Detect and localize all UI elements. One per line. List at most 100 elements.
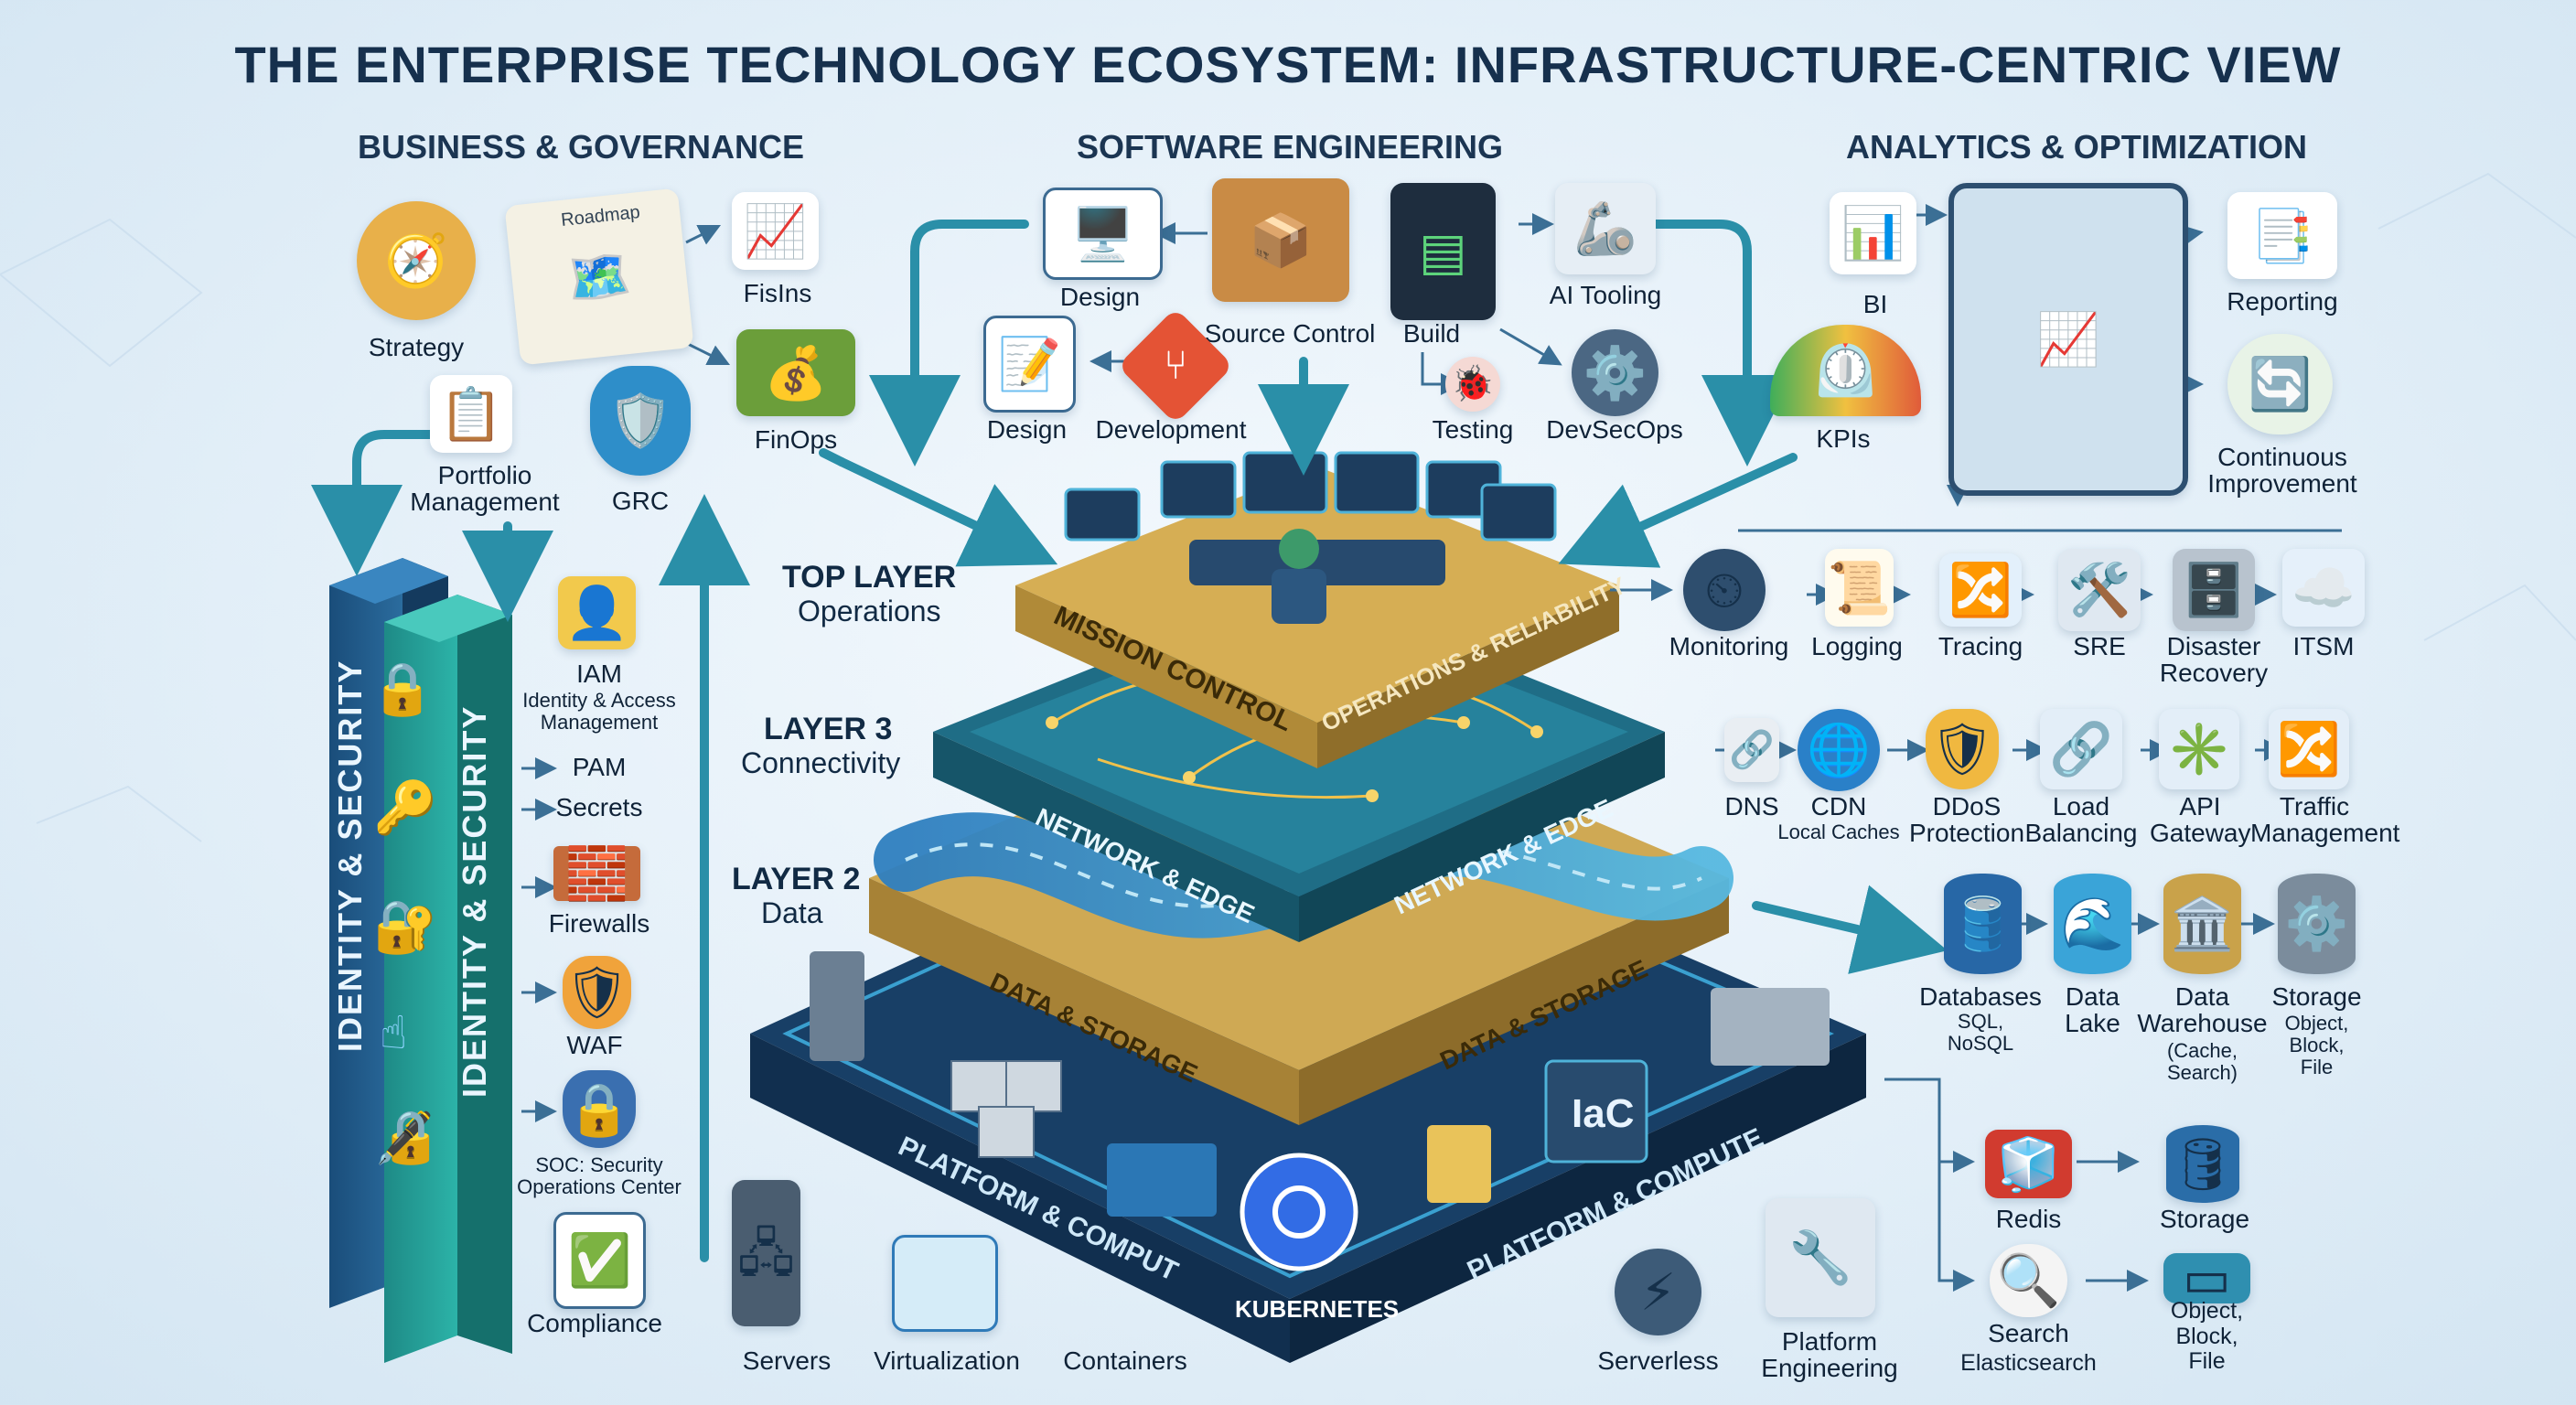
globe-icon: 🌐 <box>1798 709 1880 791</box>
data-warehouse-sub: (Cache, Search) <box>2166 1039 2238 1085</box>
data-lake-icon: 🌊 <box>2054 874 2131 974</box>
dashboard-monitor-icon: 📈 <box>1948 183 2188 496</box>
data-storage-sub: Object, Block, File <box>2284 1012 2349 1079</box>
log-scroll-icon: 📜 <box>1825 549 1894 627</box>
cloud-gear-icon: ☁️ <box>2282 549 2365 627</box>
identity-security-pillars <box>329 558 512 1363</box>
containers-label: Containers <box>1063 1346 1187 1375</box>
fisins-label: FisIns <box>743 279 812 307</box>
padlock-icon: 🔒 <box>370 660 435 717</box>
vm-cube-icon <box>892 1235 998 1332</box>
server-rack-icon: 🖧 <box>732 1180 800 1326</box>
redis-icon: 🧊 <box>1985 1130 2072 1198</box>
tracing-icon: 🔀 <box>1939 553 2022 627</box>
layer2-sub: Data <box>761 896 823 929</box>
soc-label: SOC: Security Operations Center <box>517 1153 682 1199</box>
top-layer-name: TOP LAYER <box>782 560 957 595</box>
padlock-icon-3: 🔏 <box>373 1108 437 1165</box>
business-section-title: BUSINESS & GOVERNANCE <box>357 128 805 166</box>
wrench-icon: 🔧 <box>1766 1198 1875 1317</box>
secrets-label: Secrets <box>555 793 643 821</box>
design-doc-icon: 📝 <box>983 316 1076 413</box>
object-block-file-label: Object, Block, File <box>2170 1298 2244 1374</box>
storage-label: Storage <box>2159 1205 2250 1233</box>
source-control-label: Source Control <box>1204 319 1376 348</box>
pillar-left-label: IDENTITY & SECURITY <box>331 659 369 1052</box>
strategy-label: Strategy <box>368 333 465 361</box>
checklist-icon: 📋 <box>430 375 512 453</box>
object-storage-icon: ▭ <box>2163 1252 2250 1303</box>
iam-label: IAM <box>576 660 622 688</box>
monitoring-gauge-icon: ⏲ <box>1683 549 1766 631</box>
layer3-name: LAYER 3 <box>764 712 893 746</box>
design-top-label: Design <box>1059 283 1141 311</box>
api-gateway-icon: ✳️ <box>2159 709 2239 789</box>
platform-engineering-label: Platform Engineering <box>1761 1327 1898 1383</box>
ai-tooling-label: AI Tooling <box>1549 281 1662 309</box>
key-icon: 🔑 <box>373 778 437 836</box>
net-lb-label: Load Balancing <box>2024 792 2138 848</box>
load-balancer-icon: 🔗 <box>2040 709 2122 789</box>
net-api-label: API Gateway <box>2150 792 2251 848</box>
soc-shield-icon: 🔒 <box>563 1070 636 1148</box>
iac-label: IaC <box>1572 1091 1634 1136</box>
report-icon: 📑 <box>2227 192 2337 279</box>
devsecops-label: DevSecOps <box>1546 415 1683 444</box>
bi-label: BI <box>1862 290 1888 318</box>
ddos-shield-icon: 🛡 <box>1926 709 1999 789</box>
development-label: Development <box>1095 415 1247 444</box>
servers-label: Servers <box>742 1346 832 1375</box>
pillar-right-label: IDENTITY & SECURITY <box>456 704 493 1098</box>
fisins-icon: 📈 <box>732 192 819 270</box>
net-cdn-label: CDN <box>1810 792 1867 820</box>
vault-icon: 🗄️ <box>2173 549 2255 631</box>
data-row: 🛢️ Databases SQL, NoSQL 🌊 Data Lake 🏛️ D… <box>1903 874 2561 1102</box>
roadmap-label: Roadmap <box>560 202 641 231</box>
serverless-gear-icon: ⚡ <box>1615 1249 1701 1335</box>
kpis-label: KPIs <box>1816 424 1871 453</box>
search-label: Search <box>1988 1319 2069 1347</box>
virtualization-label: Virtualization <box>874 1346 1020 1375</box>
continuous-improvement-label: Continuous Improvement <box>2207 443 2357 499</box>
traffic-arrows-icon: 🔀 <box>2269 709 2349 789</box>
shield-check-icon: 🛡️ <box>590 366 691 476</box>
net-ddos-label: DDoS Protection <box>1908 792 2025 848</box>
ops-itsm-label: ITSM <box>2292 632 2355 660</box>
storage-cylinder-icon: 🛢 <box>2166 1125 2239 1203</box>
ops-row: ⏲ Monitoring 📜 Logging 🔀 Tracing 🛠️ SRE … <box>1669 549 2576 687</box>
waf-shield-icon: 🛡 <box>563 956 631 1029</box>
grc-label: GRC <box>611 487 670 515</box>
search-sub-label: Elasticsearch <box>1960 1350 2097 1376</box>
layer3-sub: Connectivity <box>741 746 901 779</box>
network-row: 🔗 DNS 🌐 CDN Local Caches 🛡 DDoS Protecti… <box>1701 709 2576 855</box>
storage-gear-icon: ⚙️ <box>2278 874 2356 974</box>
ops-sre-label: SRE <box>2073 632 2126 660</box>
data-lake-label: Data Lake <box>2065 982 2120 1038</box>
net-cdn-sub: Local Caches <box>1777 820 1900 843</box>
tools-icon: 🛠️ <box>2058 549 2141 631</box>
bar-chart-icon: 📊 <box>1830 192 1916 274</box>
operations-layer <box>1015 451 1619 768</box>
roadmap-icon: Roadmap🗺️ <box>504 188 694 366</box>
reporting-label: Reporting <box>2227 287 2338 316</box>
user-lock-icon: 👤 <box>558 576 636 649</box>
compliance-check-icon: ✅ <box>553 1212 646 1309</box>
kubernetes-label: KUBERNETES <box>1235 1295 1399 1323</box>
iam-sub-label: Identity & Access Management <box>522 689 676 735</box>
money-bag-icon: 💰 <box>736 329 855 416</box>
fingerprint-icon: ☝ <box>380 1007 408 1058</box>
ops-logging-label: Logging <box>1811 632 1903 660</box>
package-box-icon: 📦 <box>1212 178 1349 302</box>
ops-tracing-label: Tracing <box>1937 632 2023 660</box>
testing-label: Testing <box>1432 415 1514 444</box>
gear-shield-icon: ⚙️ <box>1572 329 1658 416</box>
net-dns-label: DNS <box>1724 792 1779 820</box>
terminal-icon: ▤ <box>1390 183 1496 320</box>
pam-label: PAM <box>572 753 627 781</box>
data-databases-sub: SQL, NoSQL <box>1947 1010 2014 1056</box>
portfolio-label: Portfolio Management <box>410 461 560 517</box>
cycle-arrows-icon: 🔄 <box>2227 334 2333 434</box>
connector-arrows <box>311 220 1948 1262</box>
warehouse-icon: 🏛️ <box>2163 874 2241 974</box>
compass-icon: 🧭 <box>357 201 476 320</box>
